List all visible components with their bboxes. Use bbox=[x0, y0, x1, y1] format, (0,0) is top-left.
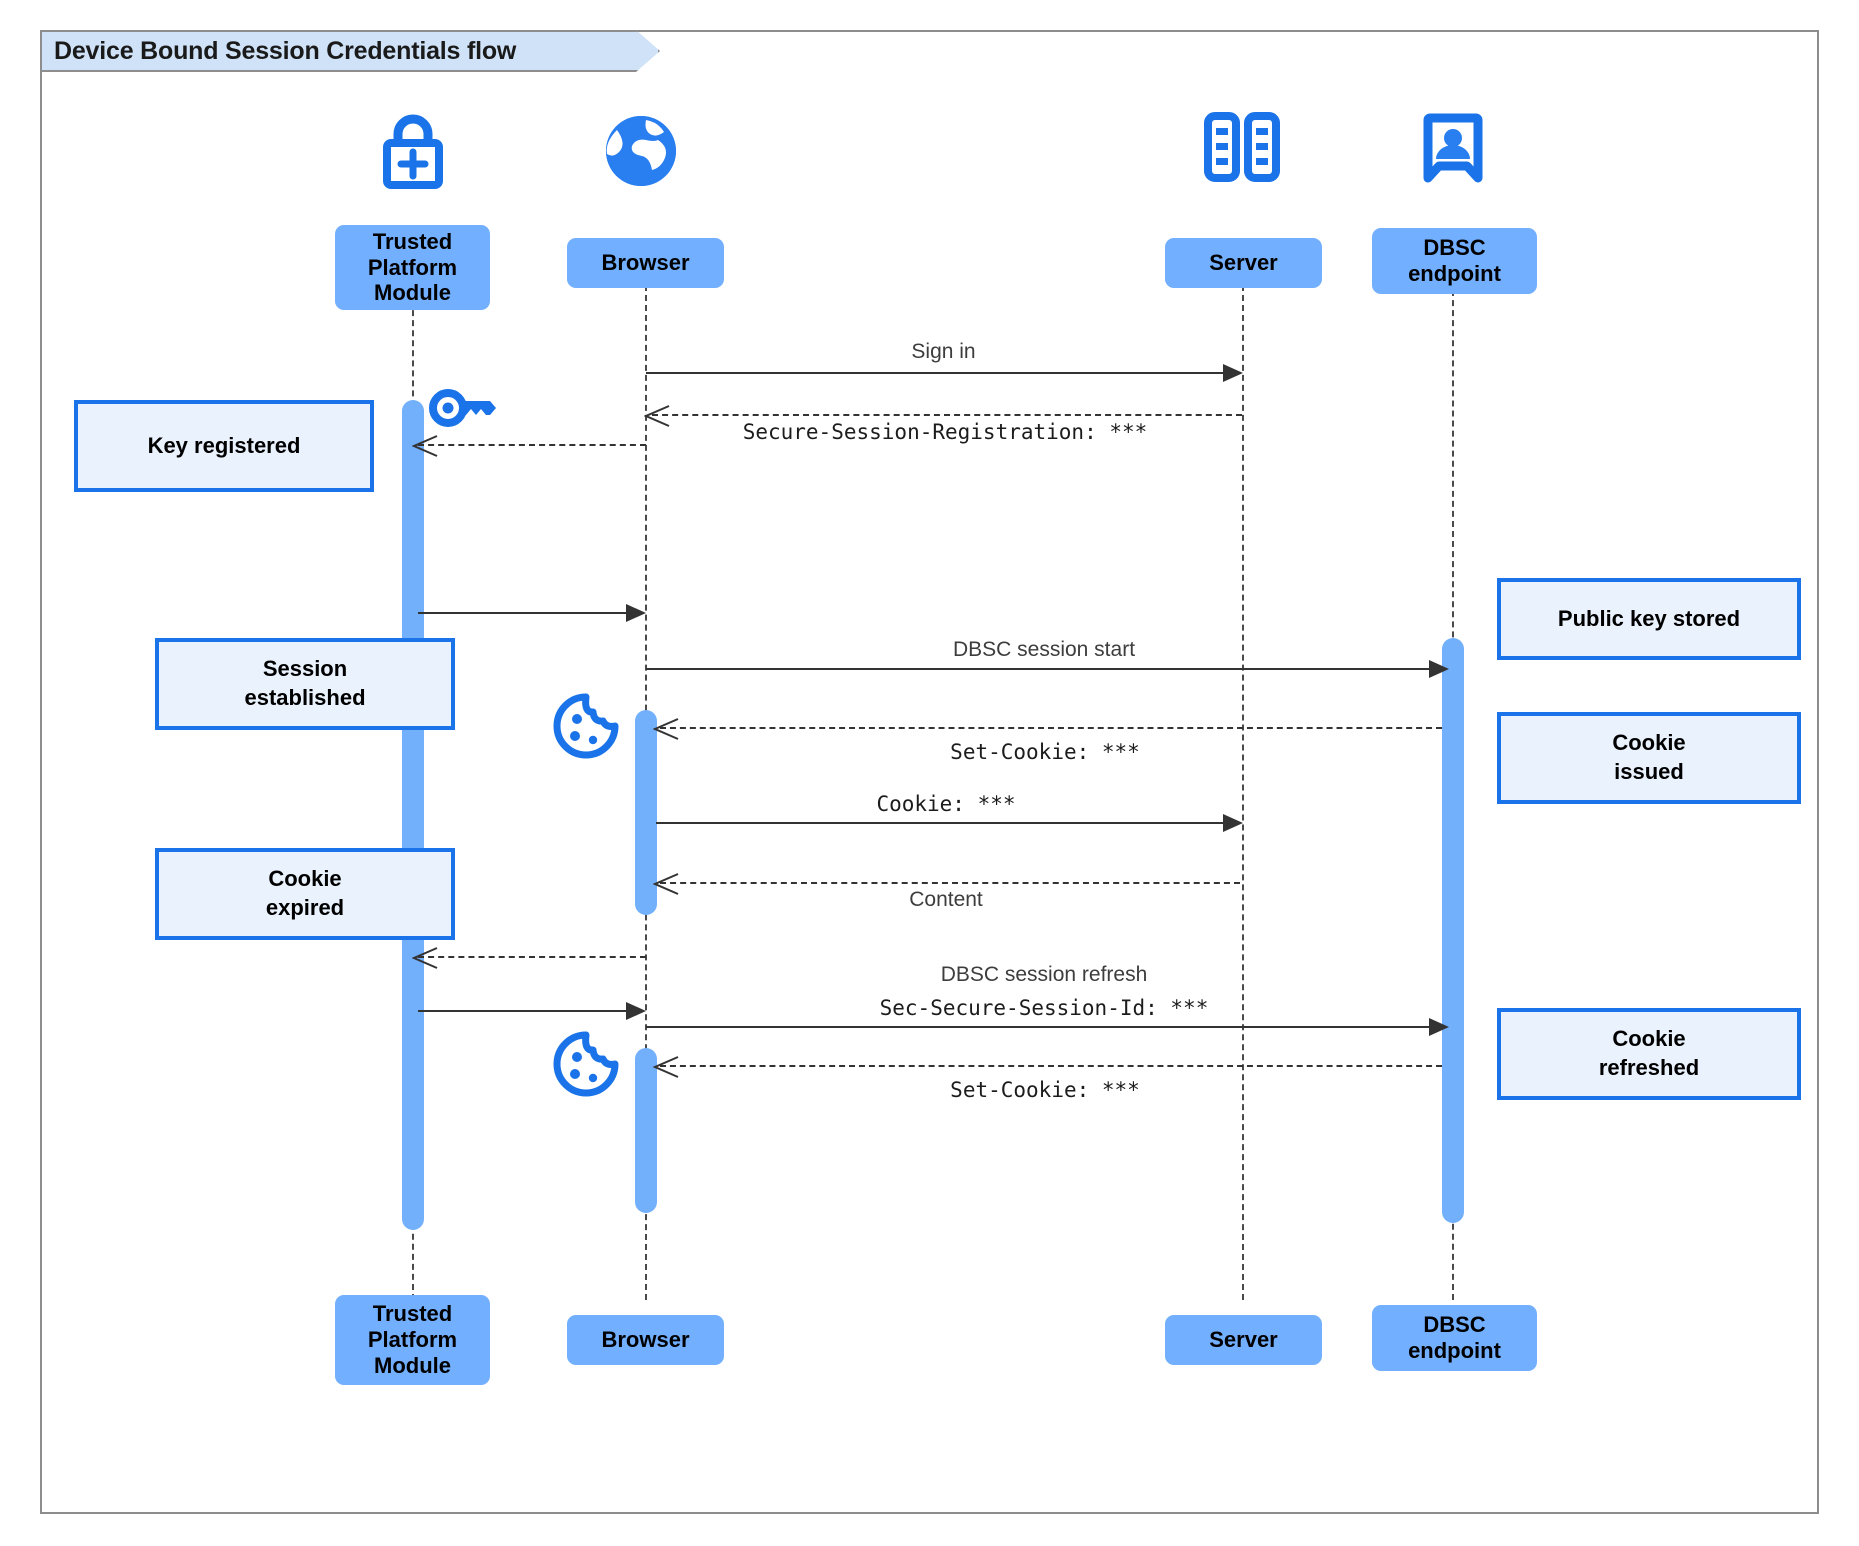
message-line-dbsc-session-start bbox=[646, 668, 1436, 670]
participant-label-line: Module bbox=[374, 1352, 451, 1378]
message-line-sign-in bbox=[646, 372, 1236, 374]
message-arrowhead-tpm-to-browser-refresh bbox=[625, 1001, 647, 1026]
message-line-cookie bbox=[656, 822, 1236, 824]
message-label-sign-in: Sign in bbox=[911, 340, 976, 363]
participant-label-line: endpoint bbox=[1408, 261, 1501, 286]
participant-label-line: Platform bbox=[367, 254, 458, 280]
message-label-dbsc-session-refresh: DBSC session refresh bbox=[940, 963, 1148, 986]
lifeline-server bbox=[1242, 255, 1244, 1300]
server-rack-icon bbox=[1200, 112, 1284, 189]
message-arrowhead-tpm-to-browser-key bbox=[625, 603, 647, 628]
message-label-dbsc-session-start: DBSC session start bbox=[952, 638, 1136, 661]
message-arrowhead-dbsc-session-refresh bbox=[1428, 1017, 1450, 1042]
activation-bar-dbsc bbox=[1442, 638, 1464, 1223]
cookie-icon bbox=[550, 692, 622, 765]
key-icon bbox=[428, 386, 500, 435]
note-text-line: issued bbox=[1614, 759, 1684, 784]
note-text-line: Session bbox=[262, 656, 348, 682]
participant-label: Server bbox=[1209, 250, 1278, 276]
note-key-registered: Key registered bbox=[74, 400, 374, 492]
message-arrowhead-set-cookie-2 bbox=[652, 1056, 679, 1083]
participant-browser-top[interactable]: Browser bbox=[567, 238, 724, 288]
message-label-content: Content bbox=[909, 888, 983, 911]
message-label-set-cookie-2: Set-Cookie: *** bbox=[950, 1078, 1140, 1102]
message-arrowhead-sign-in bbox=[1222, 363, 1244, 388]
participant-label-line: Trusted bbox=[372, 1301, 453, 1327]
message-line-tpm-to-browser-refresh bbox=[418, 1010, 630, 1012]
note-cookie-issued: Cookie issued bbox=[1497, 712, 1801, 804]
globe-icon bbox=[600, 110, 682, 197]
message-label-cookie: Cookie: *** bbox=[876, 792, 1016, 816]
participant-label-line: Trusted bbox=[372, 228, 453, 254]
participant-label-line: endpoint bbox=[1408, 1338, 1501, 1363]
note-cookie-refreshed: Cookie refreshed bbox=[1497, 1008, 1801, 1100]
diagram-title: Device Bound Session Credentials flow bbox=[54, 36, 517, 65]
message-line-browser-to-tpm-refresh bbox=[418, 956, 646, 958]
message-line-tpm-to-browser-key bbox=[418, 612, 630, 614]
message-line-set-cookie-1 bbox=[660, 727, 1442, 729]
participant-tpm-top[interactable]: Trusted Platform Module bbox=[335, 225, 490, 310]
participant-label: Server bbox=[1209, 1327, 1278, 1353]
note-public-key-stored: Public key stored bbox=[1497, 578, 1801, 660]
note-text-line: established bbox=[244, 685, 366, 710]
participant-label-line: DBSC bbox=[1423, 1312, 1486, 1338]
participant-label: Browser bbox=[601, 1327, 690, 1353]
participant-dbsc-top[interactable]: DBSC endpoint bbox=[1372, 228, 1537, 294]
message-arrowhead-dbsc-session-start bbox=[1428, 659, 1450, 684]
message-arrowhead-secure-session-registration bbox=[643, 405, 670, 432]
id-badge-icon bbox=[1422, 112, 1484, 191]
message-arrowhead-browser-to-tpm-register bbox=[411, 435, 438, 462]
activation-bar-tpm bbox=[402, 400, 424, 1230]
message-line-content bbox=[660, 882, 1240, 884]
participant-browser-bottom[interactable]: Browser bbox=[567, 1315, 724, 1365]
lock-plus-icon bbox=[370, 112, 456, 195]
message-label-sec-secure-session-id: Sec-Secure-Session-Id: *** bbox=[879, 996, 1209, 1020]
participant-tpm-bottom[interactable]: Trusted Platform Module bbox=[335, 1295, 490, 1385]
note-cookie-expired: Cookie expired bbox=[155, 848, 455, 940]
message-line-set-cookie-2 bbox=[660, 1065, 1442, 1067]
message-arrowhead-cookie bbox=[1222, 813, 1244, 838]
message-arrowhead-content bbox=[652, 873, 679, 900]
note-text-line: Public key stored bbox=[1557, 605, 1741, 631]
participant-server-bottom[interactable]: Server bbox=[1165, 1315, 1322, 1365]
note-text-line: Cookie bbox=[268, 866, 342, 892]
participant-dbsc-bottom[interactable]: DBSC endpoint bbox=[1372, 1305, 1537, 1371]
message-arrowhead-set-cookie-1 bbox=[652, 718, 679, 745]
message-label-secure-session-registration: Secure-Session-Registration: *** bbox=[742, 420, 1148, 444]
note-session-established: Session established bbox=[155, 638, 455, 730]
message-line-dbsc-session-refresh bbox=[646, 1026, 1436, 1028]
participant-label-line: Module bbox=[374, 280, 451, 306]
note-text-line: refreshed bbox=[1598, 1055, 1700, 1080]
note-text-line: Key registered bbox=[147, 432, 301, 458]
participant-server-top[interactable]: Server bbox=[1165, 238, 1322, 288]
participant-label: Browser bbox=[601, 250, 690, 276]
message-line-browser-to-tpm-register bbox=[418, 444, 646, 446]
note-text-line: expired bbox=[265, 895, 345, 920]
activation-bar-browser-2 bbox=[635, 1048, 657, 1213]
participant-label-line: Platform bbox=[367, 1327, 458, 1353]
diagram-title-tab: Device Bound Session Credentials flow bbox=[40, 30, 660, 72]
message-line-secure-session-registration bbox=[652, 414, 1242, 416]
message-arrowhead-browser-to-tpm-refresh bbox=[411, 947, 438, 974]
activation-bar-browser-1 bbox=[635, 710, 657, 915]
cookie-icon bbox=[550, 1030, 622, 1103]
note-text-line: Cookie bbox=[1612, 1026, 1686, 1052]
participant-label-line: DBSC bbox=[1423, 235, 1486, 261]
note-text-line: Cookie bbox=[1612, 730, 1686, 756]
message-label-set-cookie-1: Set-Cookie: *** bbox=[950, 740, 1140, 764]
